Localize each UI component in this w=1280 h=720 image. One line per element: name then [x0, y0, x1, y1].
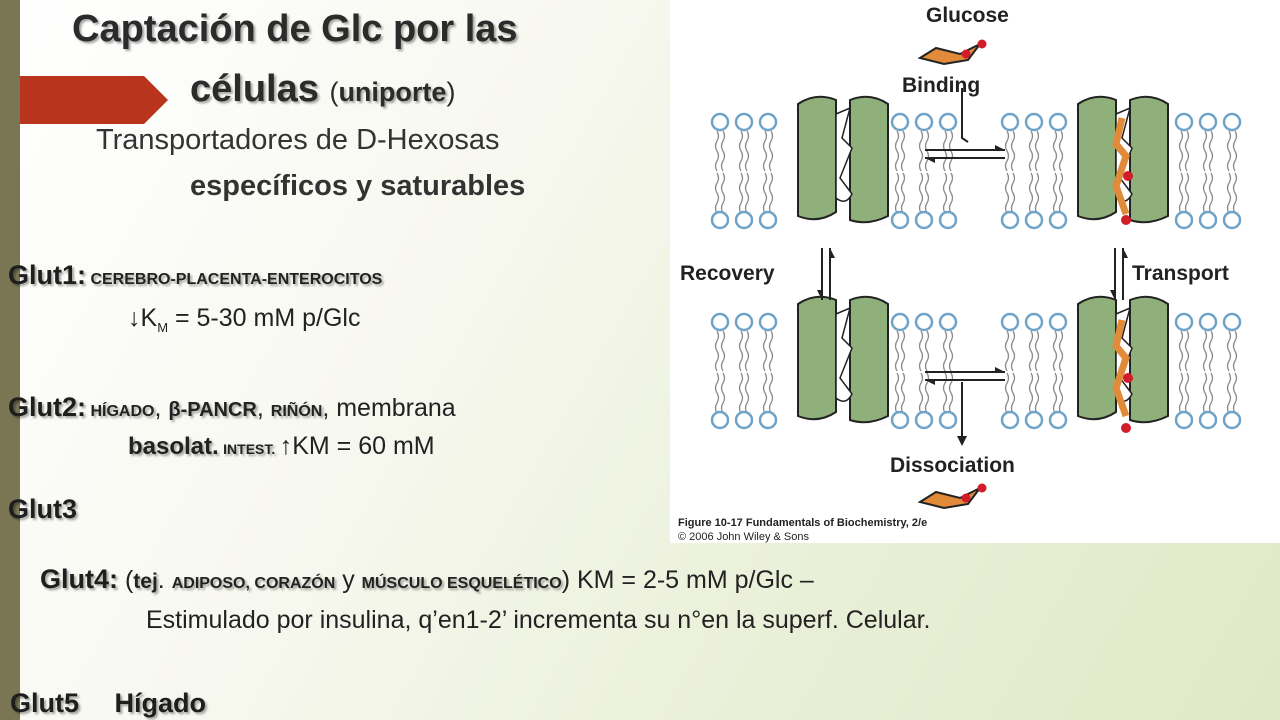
glut2-sep2: , [256, 394, 271, 422]
left-decorative-band [0, 0, 20, 720]
glut1-row: Glut1: CEREBRO-PLACENTA-ENTEROCITOS [8, 260, 382, 291]
glut4-skeletal-muscle: MÚSCULO ESQUELÉTICO [361, 575, 562, 592]
title-line-2: células (uniporte) [190, 68, 455, 111]
glut5-tissue: Hígado [114, 688, 207, 718]
glut2-intest: INTEST. [223, 441, 276, 457]
title-line-1: Captación de Glc por las [72, 8, 518, 50]
red-arrow-tab [20, 76, 168, 124]
glut1-km-value: = 5-30 mM p/Glc [168, 304, 361, 332]
glucose-transport-figure: Glucose Binding Recovery Transport Disso… [670, 0, 1280, 543]
glut1-down-arrow: ↓ [128, 304, 141, 332]
glut1-km-row: ↓KM = 5-30 mM p/Glc [128, 304, 360, 335]
label-binding: Binding [902, 74, 980, 97]
transport-cycle-diagram: Glucose Binding Recovery Transport Disso… [678, 4, 1280, 543]
title-uniporte: uniporte [338, 77, 447, 107]
title-cells-word: células [190, 68, 319, 110]
label-transport: Transport [1132, 262, 1229, 285]
glut1-tissues: CEREBRO-PLACENTA-ENTEROCITOS [90, 271, 383, 288]
glut2-row-2: basolat. INTEST. ↑KM = 60 mM [128, 432, 435, 461]
label-recovery: Recovery [680, 262, 775, 285]
glut4-label: Glut4: [40, 564, 118, 594]
glut5-label: Glut5 [10, 688, 80, 718]
glut5-row: Glut5 Hígado [10, 688, 206, 719]
figure-caption-1: Figure 10-17 Fundamentals of Biochemistr… [678, 517, 927, 529]
subtitle-line-2: específicos y saturables [190, 170, 526, 202]
glut1-k-sub: M [157, 320, 169, 335]
glut2-basolat: basolat. [128, 433, 219, 460]
glut1-k: K [140, 304, 158, 332]
glut2-beta-pancr: β-PANCR [168, 399, 257, 421]
glut4-tej: tej [133, 570, 158, 593]
glut2-liver: HÍGADO [90, 403, 155, 420]
glucose-molecule-top [919, 38, 988, 65]
glucose-molecule-bottom [919, 482, 988, 509]
glut2-km: ↑KM = 60 mM [279, 432, 435, 460]
glut4-row: Glut4: (tej. ADIPOSO, CORAZÓN y MÚSCULO … [40, 564, 814, 595]
glut2-membrane: , membrana [322, 394, 456, 422]
label-glucose: Glucose [926, 4, 1009, 27]
title-close-paren: ) [446, 77, 456, 107]
glut3-label: Glut3 [8, 494, 78, 524]
title-open-paren: ( [329, 77, 339, 107]
glut2-sep1: , [154, 394, 169, 422]
glut4-km: ) KM = 2-5 mM p/Glc – [561, 566, 814, 594]
glut2-row: Glut2: HÍGADO, β-PANCR, RIÑÓN, membrana [8, 392, 456, 423]
glut2-label: Glut2: [8, 392, 86, 422]
glut4-adipose-heart: ADIPOSO, CORAZÓN [171, 575, 336, 592]
glut4-line-2: Estimulado por insulina, q’en1-2’ increm… [146, 606, 931, 634]
glut4-dot: . [157, 566, 172, 594]
glut1-label: Glut1: [8, 260, 86, 290]
figure-caption-2: © 2006 John Wiley & Sons [678, 531, 810, 543]
glut4-and: y [335, 566, 362, 594]
glut4-open: ( [118, 566, 134, 594]
label-dissociation: Dissociation [890, 454, 1015, 477]
subtitle-line-1: Transportadores de D-Hexosas [96, 124, 500, 156]
glut2-kidney: RIÑÓN [270, 403, 323, 420]
